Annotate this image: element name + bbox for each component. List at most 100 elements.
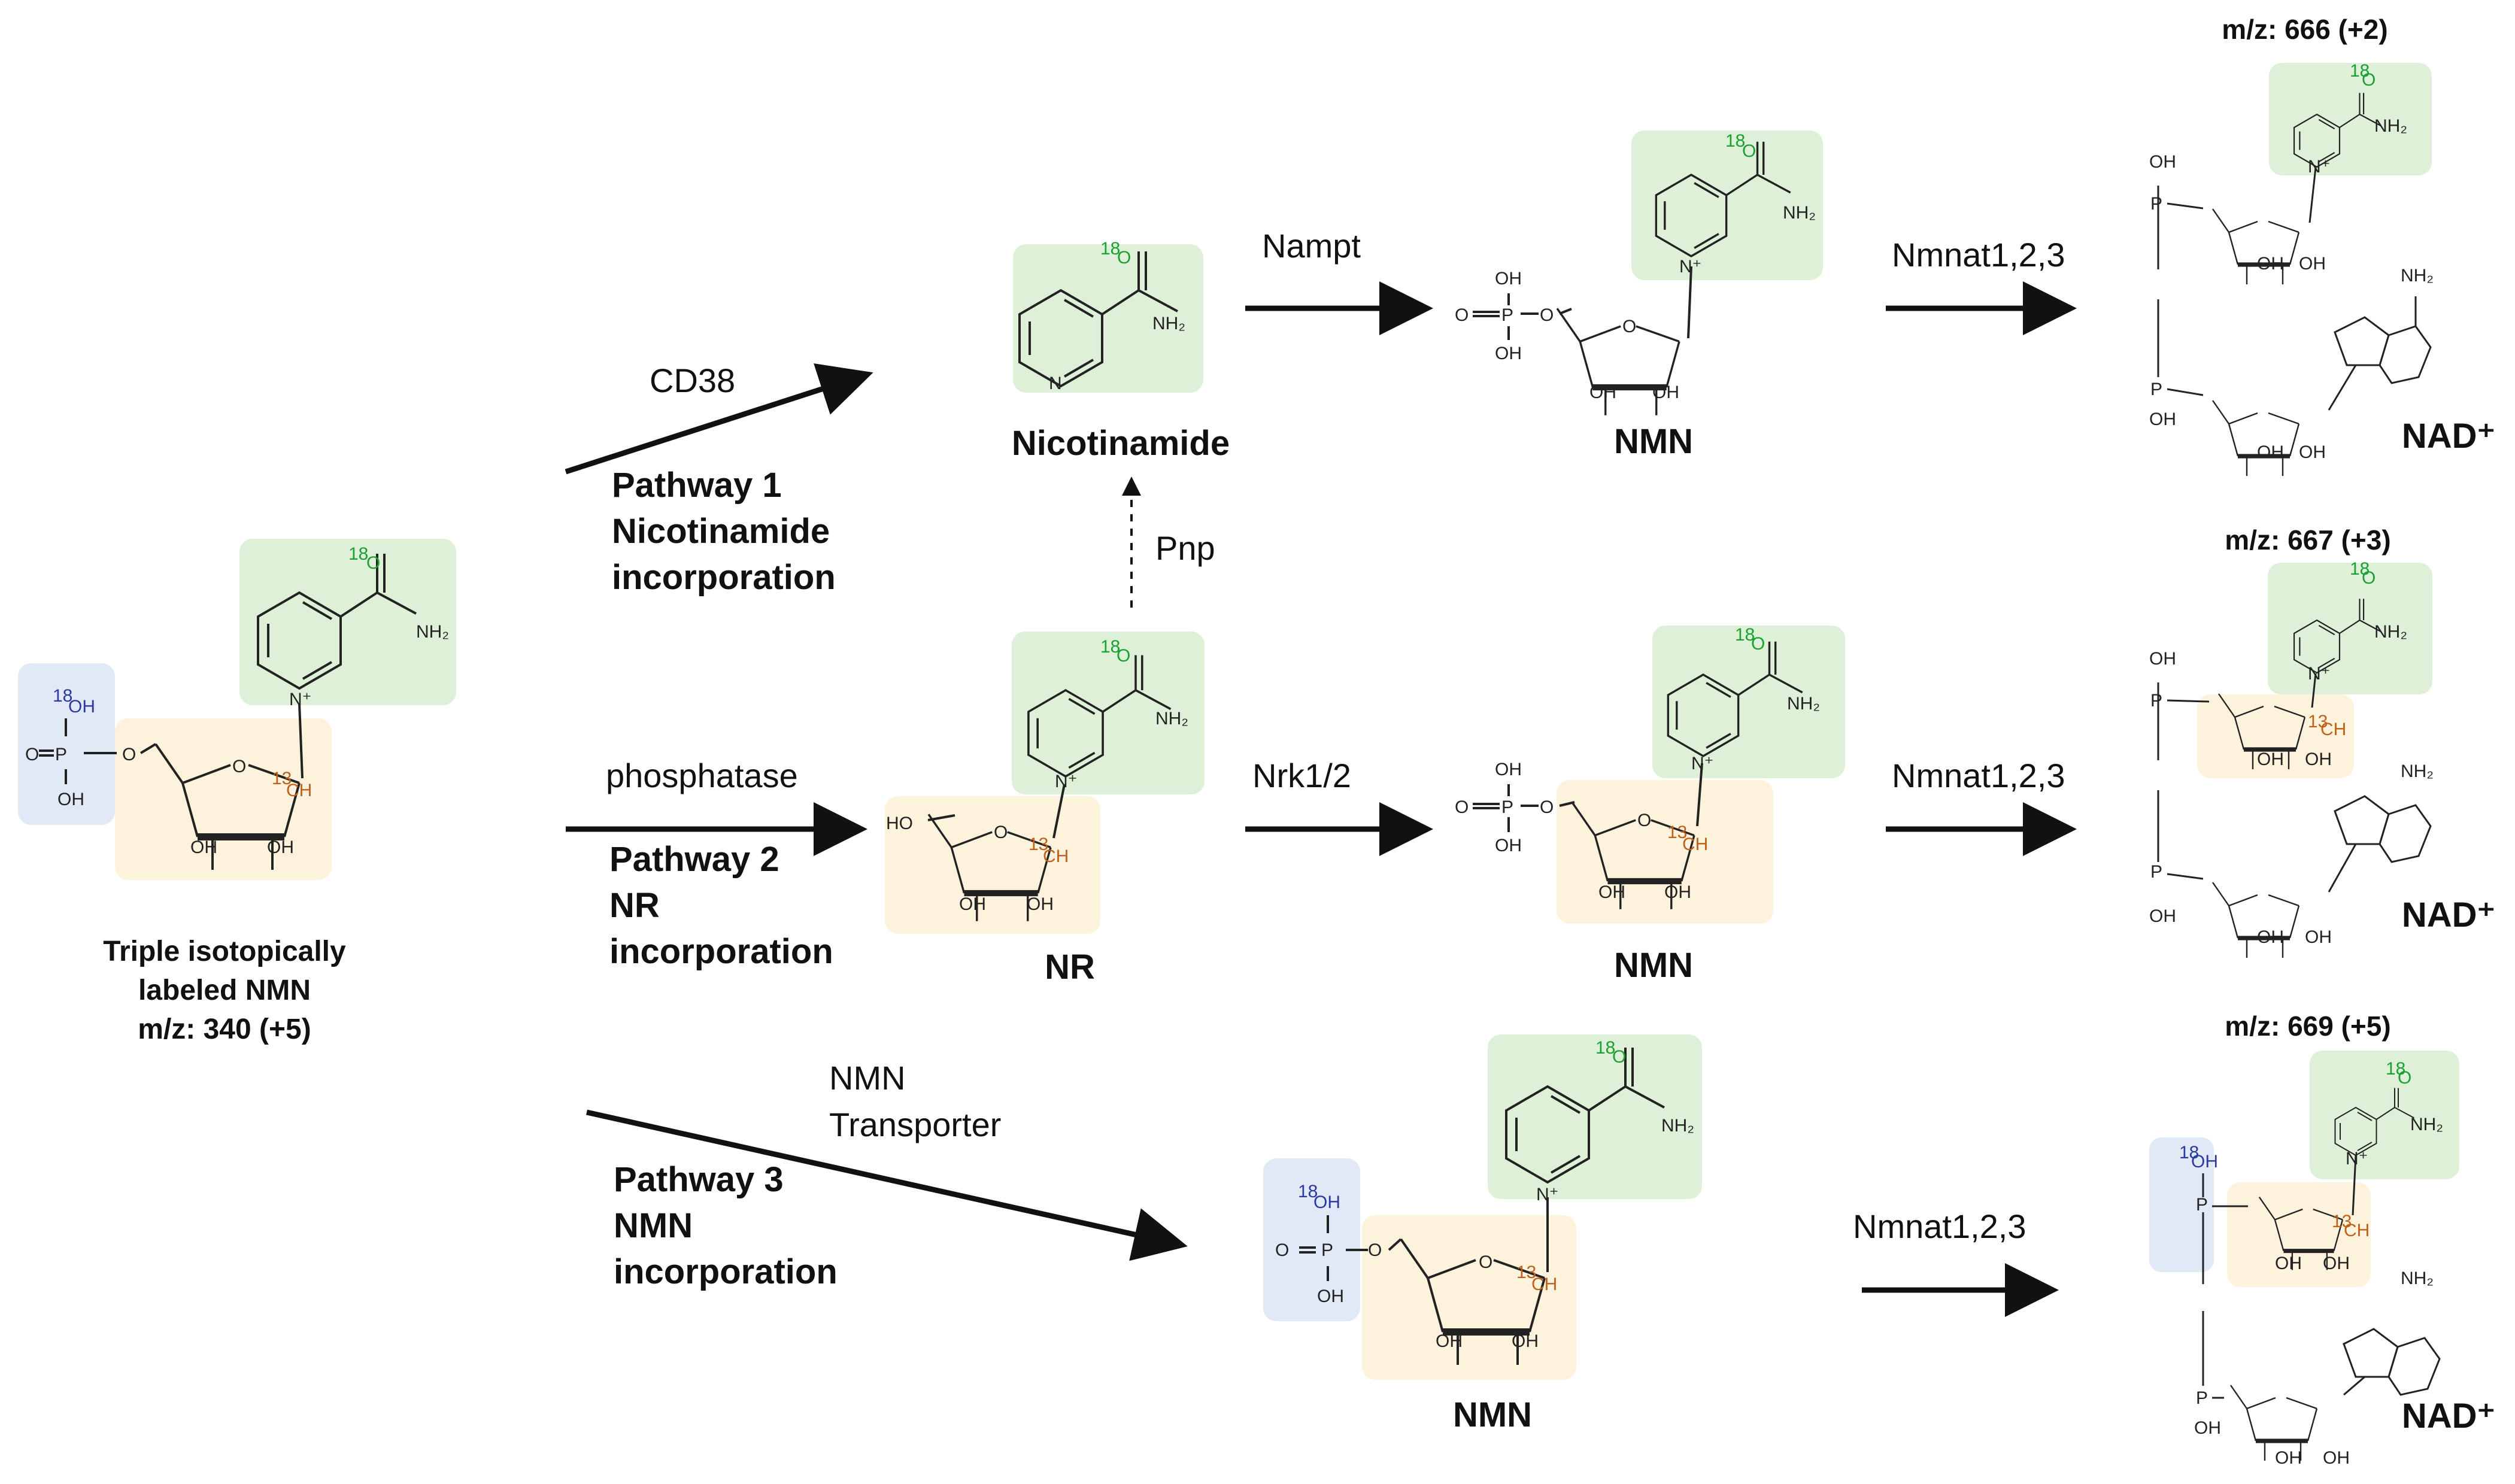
nh2-label: NH₂ xyxy=(2401,266,2434,286)
cd38-arrow xyxy=(565,363,873,475)
oh18-atom: OH xyxy=(68,697,95,717)
oh-label: OH xyxy=(2149,906,2176,926)
c13-atom: CH xyxy=(2344,1221,2370,1240)
pathway1-line2: Nicotinamide xyxy=(612,512,830,551)
pathway2-line3: incorporation xyxy=(609,932,833,971)
oh-label: OH xyxy=(1495,836,1522,855)
nmnat-label-3: Nmnat1,2,3 xyxy=(1853,1207,2026,1245)
nmn-label-1: NMN xyxy=(1614,422,1693,461)
oxygen-label: O xyxy=(25,745,39,764)
nicotinamide-highlight xyxy=(1488,1034,1702,1199)
pathway3-line2: NMN xyxy=(614,1206,693,1245)
nh2-label: NH₂ xyxy=(2374,622,2407,642)
nrk-label: Nrk1/2 xyxy=(1252,757,1351,794)
pathway1-title: Pathway 1 xyxy=(612,466,782,505)
oxygen-label: O xyxy=(1275,1240,1289,1260)
oh-label: OH xyxy=(2257,254,2284,274)
nh2-label: NH₂ xyxy=(1155,709,1188,729)
ring-oxygen: O xyxy=(232,757,246,776)
c13-superscript: 13 xyxy=(1667,823,1687,842)
n-plus-label: N⁺ xyxy=(1679,257,1702,277)
mz-label-1: m/z: 666 (+2) xyxy=(2222,14,2387,45)
ribose-highlight xyxy=(2227,1182,2371,1287)
o18-superscript: 18 xyxy=(1735,625,1755,645)
phosphatase-label: phosphatase xyxy=(606,757,798,794)
n-label: N xyxy=(1049,374,1062,393)
o18-atom: O xyxy=(2362,568,2376,588)
nad-structure-2: N⁺ NH₂ 18 O 13 CH P OH P OH OH OH OH OH … xyxy=(2149,559,2434,958)
o18-superscript: 18 xyxy=(2350,61,2370,81)
o18-atom: O xyxy=(2362,70,2376,90)
c13-atom: CH xyxy=(1682,834,1708,854)
o18-atom: O xyxy=(366,553,380,573)
nmn-product-structure-2: N⁺ NH₂ 18 O OH P O OH O O 13 CH OH OH xyxy=(1455,625,1845,924)
nad-label-2: NAD⁺ xyxy=(2402,896,2495,934)
oh-label: OH xyxy=(1495,760,1522,779)
oxygen-label: O xyxy=(1540,797,1554,817)
nampt-label: Nampt xyxy=(1262,227,1361,265)
oh-label: OH xyxy=(2323,1254,2350,1273)
nh2-label: NH₂ xyxy=(1783,203,1816,223)
oh18-atom: OH xyxy=(2191,1152,2218,1172)
mz-label-3: m/z: 669 (+5) xyxy=(2225,1010,2390,1042)
oh-label: OH xyxy=(1027,894,1054,914)
o18-atom: O xyxy=(2398,1068,2411,1088)
nmn-label-3: NMN xyxy=(1453,1395,1532,1434)
nad-structure-3: N⁺ NH₂ 18 O 13 CH 18 OH P P OH OH OH OH … xyxy=(2149,1051,2459,1468)
oh-label: OH xyxy=(2305,927,2332,947)
phosphorus-label: P xyxy=(2150,380,2162,399)
nh2-label: NH₂ xyxy=(2410,1115,2443,1134)
nr-structure: N⁺ NH₂ 18 O HO O 13 CH OH OH xyxy=(885,632,1205,934)
oh-label: OH xyxy=(2299,442,2326,462)
oxygen-label: O xyxy=(122,745,136,764)
o18-atom: O xyxy=(1117,646,1130,666)
cd38-label: CD38 xyxy=(650,362,735,399)
oh-label: OH xyxy=(2257,442,2284,462)
nad-label-1: NAD⁺ xyxy=(2402,417,2495,456)
pathway3-title: Pathway 3 xyxy=(614,1160,784,1199)
oh-label: OH xyxy=(2299,254,2326,274)
n-plus-label: N⁺ xyxy=(2346,1149,2368,1169)
oh-label: OH xyxy=(1589,383,1616,402)
nh2-label: NH₂ xyxy=(1152,314,1185,333)
phosphate-highlight xyxy=(1263,1158,1360,1321)
nicotinamide-highlight xyxy=(1013,244,1203,393)
pathway3-line3: incorporation xyxy=(614,1252,838,1291)
ring-oxygen: O xyxy=(1637,811,1651,830)
nh2-label: NH₂ xyxy=(2401,1268,2434,1288)
nmn-transporter-arrow xyxy=(586,1109,1188,1261)
o18-superscript: 18 xyxy=(1100,239,1120,259)
nicotinamide-highlight xyxy=(1652,626,1845,778)
pnp-label: Pnp xyxy=(1155,529,1215,567)
n-plus-label: N⁺ xyxy=(1055,772,1078,791)
ribose-highlight xyxy=(1362,1215,1576,1380)
nh2-label: NH₂ xyxy=(2401,761,2434,781)
oh18-superscript: 18 xyxy=(1298,1182,1318,1201)
oh-label: OH xyxy=(2257,749,2284,769)
c13-atom: CH xyxy=(1531,1274,1557,1294)
oh18-superscript: 18 xyxy=(2179,1143,2199,1163)
nh2-label: NH₂ xyxy=(1787,694,1820,714)
phosphorus-label: P xyxy=(1501,797,1513,817)
nmn-product-structure-1: N⁺ NH₂ 18 O O OH P O OH O OH OH xyxy=(1455,131,1823,415)
oh-label: OH xyxy=(2275,1254,2302,1273)
nr-label: NR xyxy=(1045,948,1095,987)
oh-label: OH xyxy=(190,837,217,857)
oh-label: OH xyxy=(2275,1448,2302,1468)
o18-atom: O xyxy=(1751,634,1765,654)
ribose-highlight xyxy=(2197,694,2354,778)
oh-label: OH xyxy=(1436,1331,1463,1351)
nicotinamide-label: Nicotinamide xyxy=(1012,424,1230,463)
oh-label: OH xyxy=(1598,882,1625,902)
phosphorus-label: P xyxy=(1321,1240,1333,1260)
phosphorus-label: P xyxy=(2150,194,2162,214)
source-label-line2: labeled NMN xyxy=(138,975,311,1006)
nmn-transporter-line2: Transporter xyxy=(829,1106,1001,1143)
c13-atom: CH xyxy=(1043,846,1069,866)
source-nmn-structure: N⁺ NH₂ 18 O O 13 CH OH OH 18 OH P O OH O xyxy=(18,539,456,880)
c13-atom: CH xyxy=(2320,720,2346,739)
c13-superscript: 13 xyxy=(2308,712,2328,732)
oh-label: OH xyxy=(1495,344,1522,363)
nmn-transporter-line1: NMN xyxy=(829,1059,906,1097)
